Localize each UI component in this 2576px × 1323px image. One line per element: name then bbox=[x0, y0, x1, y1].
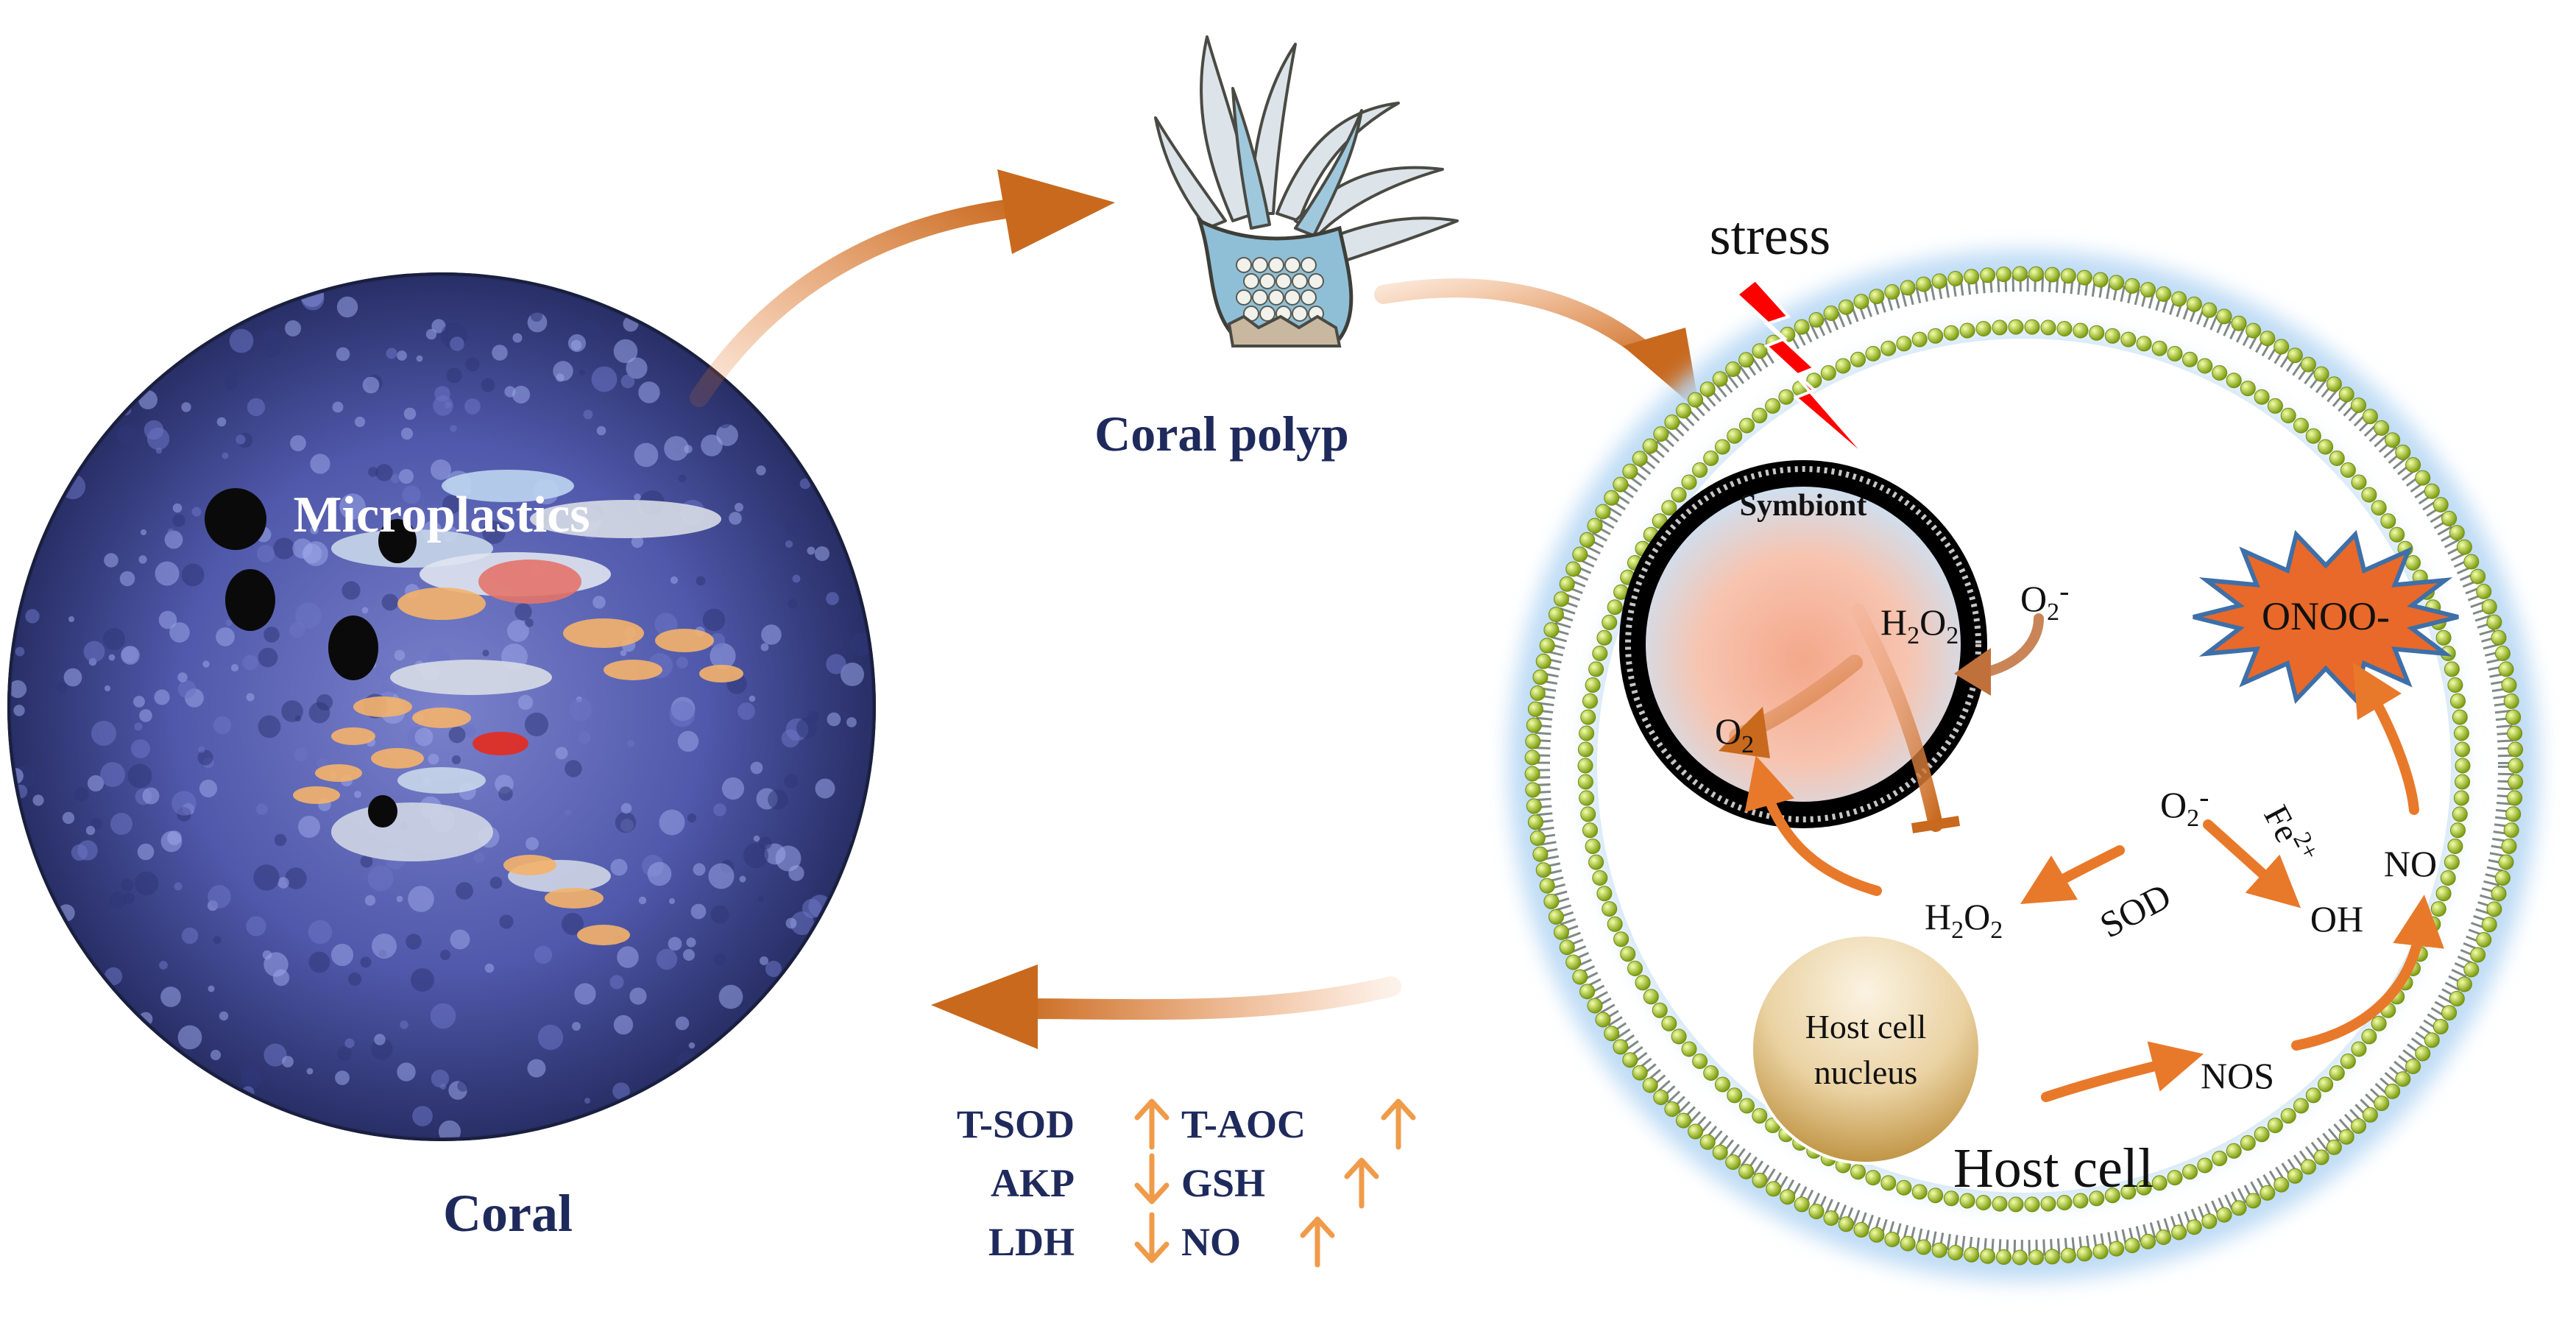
arrow-h2o2-to-o2-host bbox=[1744, 755, 1882, 896]
onoo-label: ONOO- bbox=[2262, 594, 2390, 638]
no-label: NO bbox=[2384, 843, 2437, 884]
h2o2-inhibit-bar bbox=[1911, 816, 1961, 833]
arrow-cell-to-coral bbox=[931, 964, 1401, 1049]
indicator-up-arrow-icon bbox=[1134, 1098, 1170, 1150]
arrow-o2minus-to-oh bbox=[2203, 819, 2301, 909]
arrow-o2minus-to-h2o2 bbox=[2020, 845, 2125, 905]
indicator-up-arrow-icon bbox=[1381, 1098, 1416, 1150]
o2-minus-symbiont: O2- bbox=[2020, 574, 2069, 626]
stress-label: stress bbox=[1710, 206, 1830, 267]
indicator-gsh: GSH bbox=[1181, 1161, 1265, 1205]
indicator-t-sod: T-SOD bbox=[957, 1102, 1075, 1146]
coral-photo bbox=[7, 272, 876, 1141]
coral-polyp-illustration bbox=[1154, 35, 1459, 347]
indicator-down-arrow-icon bbox=[1134, 1212, 1170, 1263]
arrow-coral-to-polyp bbox=[690, 169, 1115, 407]
nucleus-label-line2: nucleus bbox=[1814, 1054, 1918, 1091]
microplastic-particles bbox=[205, 470, 743, 945]
indicator-t-aoc: T-AOC bbox=[1181, 1102, 1306, 1146]
indicator-down-arrow-icon bbox=[1134, 1153, 1170, 1204]
microplastics-label: Microplastics bbox=[293, 487, 590, 543]
reaction-arrows bbox=[1744, 662, 2444, 1102]
o2-minus-host: O2- bbox=[2160, 780, 2209, 832]
arrow-no-to-onoo bbox=[2352, 662, 2419, 815]
indicator-up-arrow-icon bbox=[1300, 1216, 1335, 1268]
indicator-ldh: LDH bbox=[988, 1220, 1075, 1264]
h2o2-host: H2O2 bbox=[1925, 896, 2003, 944]
stress-lightning-icon bbox=[1734, 278, 1875, 465]
h2o2-symbiont: H2O2 bbox=[1880, 601, 1958, 649]
oh-label: OH bbox=[2310, 898, 2363, 939]
indicator-up-arrow-icon bbox=[1344, 1157, 1379, 1209]
biomarker-indicators: T-SOD T-AOC AKP GSH LDH NO bbox=[957, 1098, 1416, 1268]
coral-label: Coral bbox=[443, 1184, 573, 1243]
o2-product: O2 bbox=[1715, 710, 1754, 758]
lipid-bilayer bbox=[1524, 266, 2524, 1266]
arrow-h2o2-out bbox=[1851, 604, 1943, 832]
indicator-no: NO bbox=[1181, 1220, 1241, 1264]
indicator-akp: AKP bbox=[991, 1161, 1075, 1205]
host-cell-nucleus bbox=[1750, 934, 1981, 1165]
nucleus-label-line1: Host cell bbox=[1805, 1008, 1927, 1045]
arrow-nucleus-to-nos bbox=[2041, 1041, 2204, 1102]
arrow-polyp-to-cell bbox=[1374, 278, 1700, 412]
host-cell bbox=[1509, 250, 2539, 1281]
symbiont-cell bbox=[1619, 460, 2044, 828]
arrow-nos-to-no bbox=[2291, 895, 2444, 1051]
symbiont-label: Symbiont bbox=[1740, 489, 1867, 523]
nos-label: NOS bbox=[2201, 1055, 2274, 1096]
coral-polyp-label: Coral polyp bbox=[1094, 406, 1349, 462]
host-cell-label: Host cell bbox=[1953, 1137, 2154, 1199]
